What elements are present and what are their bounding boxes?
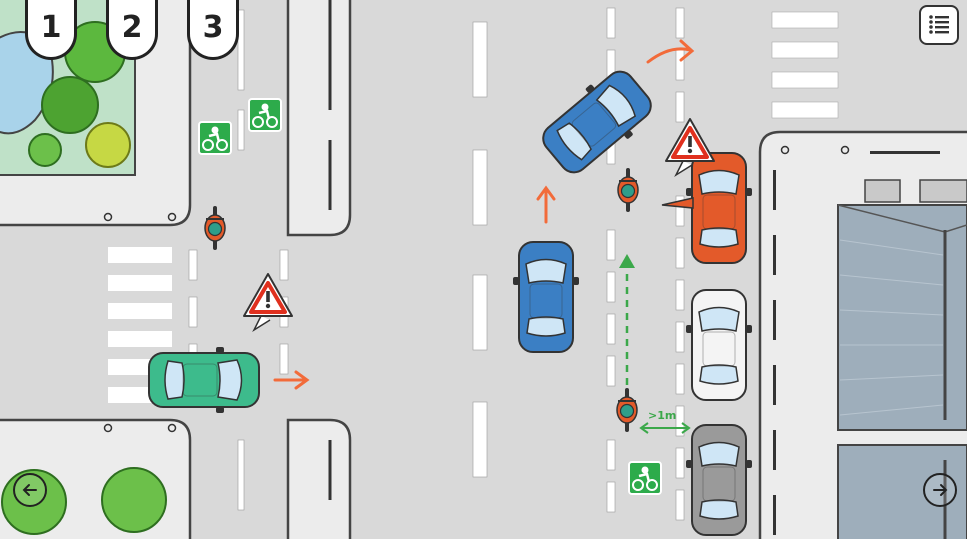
tab-label: 3 bbox=[202, 10, 224, 45]
distance-label: >1m bbox=[648, 409, 676, 422]
arrow-right-circle-icon bbox=[933, 484, 948, 496]
parked-red-car bbox=[685, 152, 753, 264]
scenario-tab-3[interactable]: 3 bbox=[187, 0, 239, 60]
cyclist-path-arrowhead bbox=[619, 254, 635, 268]
open-car-door bbox=[661, 197, 694, 209]
prev-button[interactable] bbox=[13, 473, 47, 507]
parked-gray-car bbox=[685, 424, 753, 536]
scenario-tab-2[interactable]: 2 bbox=[106, 0, 158, 60]
bike-lane-sign-icon bbox=[247, 97, 283, 133]
scenario-tab-1[interactable]: 1 bbox=[25, 0, 77, 60]
green-car bbox=[148, 346, 260, 414]
turn-arrow bbox=[646, 39, 695, 64]
tab-label: 1 bbox=[40, 10, 62, 45]
list-menu-icon bbox=[929, 15, 949, 34]
direction-arrow bbox=[536, 185, 556, 224]
next-button[interactable] bbox=[923, 473, 957, 507]
blue-car-lane bbox=[512, 241, 580, 353]
menu-button[interactable] bbox=[919, 5, 959, 45]
tab-label: 2 bbox=[121, 10, 143, 45]
arrow-left-circle-icon bbox=[22, 484, 37, 496]
direction-arrow bbox=[273, 370, 310, 390]
bike-lane-sign-icon bbox=[197, 120, 233, 156]
bike-lane-sign-icon bbox=[627, 460, 663, 496]
parked-white-car bbox=[685, 289, 753, 401]
